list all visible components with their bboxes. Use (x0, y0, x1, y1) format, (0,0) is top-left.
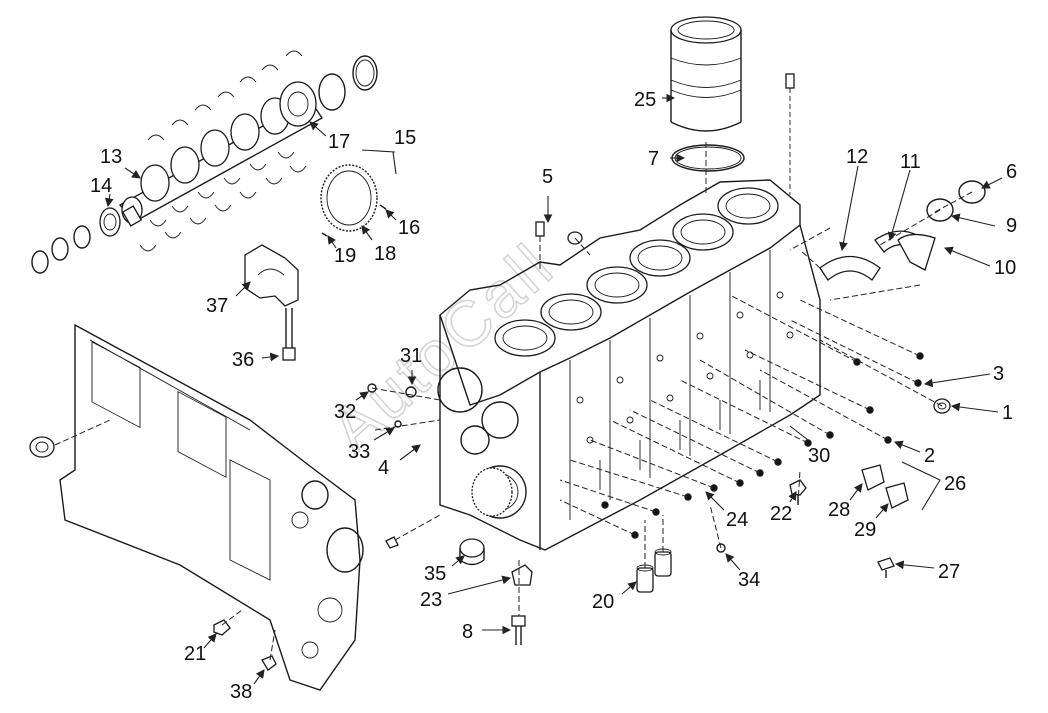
callout-7: 7 (648, 148, 659, 170)
callout-28: 28 (828, 499, 850, 521)
nozzle-bolt (511, 615, 526, 645)
tappets (636, 548, 672, 593)
callout-19: 19 (334, 245, 356, 267)
callout-13: 13 (100, 146, 122, 168)
callout-20: 20 (592, 591, 614, 613)
brackets (861, 464, 909, 509)
callout-18: 18 (374, 243, 396, 265)
dowel-pin (321, 232, 328, 237)
piston-cooling-nozzle (511, 564, 533, 586)
callout-10: 10 (994, 257, 1016, 279)
fitting-21 (213, 619, 231, 636)
callout-11: 11 (900, 151, 921, 173)
seal-ring (926, 198, 954, 222)
o-ring-34 (716, 543, 726, 553)
callout-14: 14 (90, 175, 112, 197)
callout-38: 38 (230, 681, 252, 703)
callout-29: 29 (854, 519, 876, 541)
callout-1: 1 (1002, 402, 1013, 424)
callout-36: 36 (232, 349, 254, 371)
plug-left (385, 536, 399, 549)
o-ring-32 (367, 383, 377, 393)
dowel-pin (379, 204, 387, 210)
callout-16: 16 (398, 217, 420, 239)
callout-8: 8 (462, 621, 473, 643)
crankshaft (118, 81, 324, 227)
callout-26: 26 (944, 473, 966, 495)
callout-24: 24 (726, 509, 748, 531)
callout-3: 3 (993, 363, 1004, 385)
callout-2: 2 (924, 445, 935, 467)
ring-gear (320, 164, 378, 232)
rear-seal-rings (318, 55, 378, 111)
o-ring-31 (405, 386, 417, 398)
cylinder-block (437, 73, 821, 551)
callout-5: 5 (542, 166, 553, 188)
rear-housing (59, 323, 364, 691)
assembly-leaders (221, 191, 973, 661)
cylinder-liner (670, 16, 742, 132)
callout-9: 9 (1006, 215, 1017, 237)
callout-17: 17 (328, 131, 350, 153)
callout-27: 27 (938, 561, 960, 583)
main-bearing-bolt (282, 308, 296, 361)
callout-arrows (104, 93, 1003, 685)
callout-22: 22 (770, 503, 792, 525)
ball-33 (394, 420, 402, 428)
thrust-washers (819, 230, 936, 281)
callout-33: 33 (348, 441, 370, 463)
crank-gear (31, 207, 121, 274)
callout-37: 37 (206, 295, 228, 317)
callout-12: 12 (846, 146, 868, 168)
callout-23: 23 (420, 589, 442, 611)
callout-25: 25 (634, 89, 656, 111)
seal-ring (958, 180, 986, 204)
callout-labels: 1 2 3 4 5 6 7 8 9 10 11 12 13 14 15 16 1… (90, 89, 1017, 703)
callout-32: 32 (334, 401, 356, 423)
callout-6: 6 (1006, 161, 1017, 183)
cam-bushing (459, 538, 485, 566)
main-bearing-cap (244, 244, 299, 307)
fitting-38 (261, 655, 277, 671)
expansion-plug (29, 436, 55, 458)
callout-35: 35 (424, 563, 446, 585)
callout-30: 30 (808, 445, 830, 467)
callout-31: 31 (400, 345, 422, 367)
drain-plug-27 (877, 557, 895, 578)
dowel-5 (535, 221, 545, 237)
main-bearing-shells (139, 50, 307, 252)
callout-4: 4 (378, 457, 389, 479)
callout-21: 21 (184, 643, 206, 665)
callout-15: 15 (394, 127, 416, 149)
idler-gear (471, 467, 513, 517)
callout-34: 34 (738, 569, 760, 591)
